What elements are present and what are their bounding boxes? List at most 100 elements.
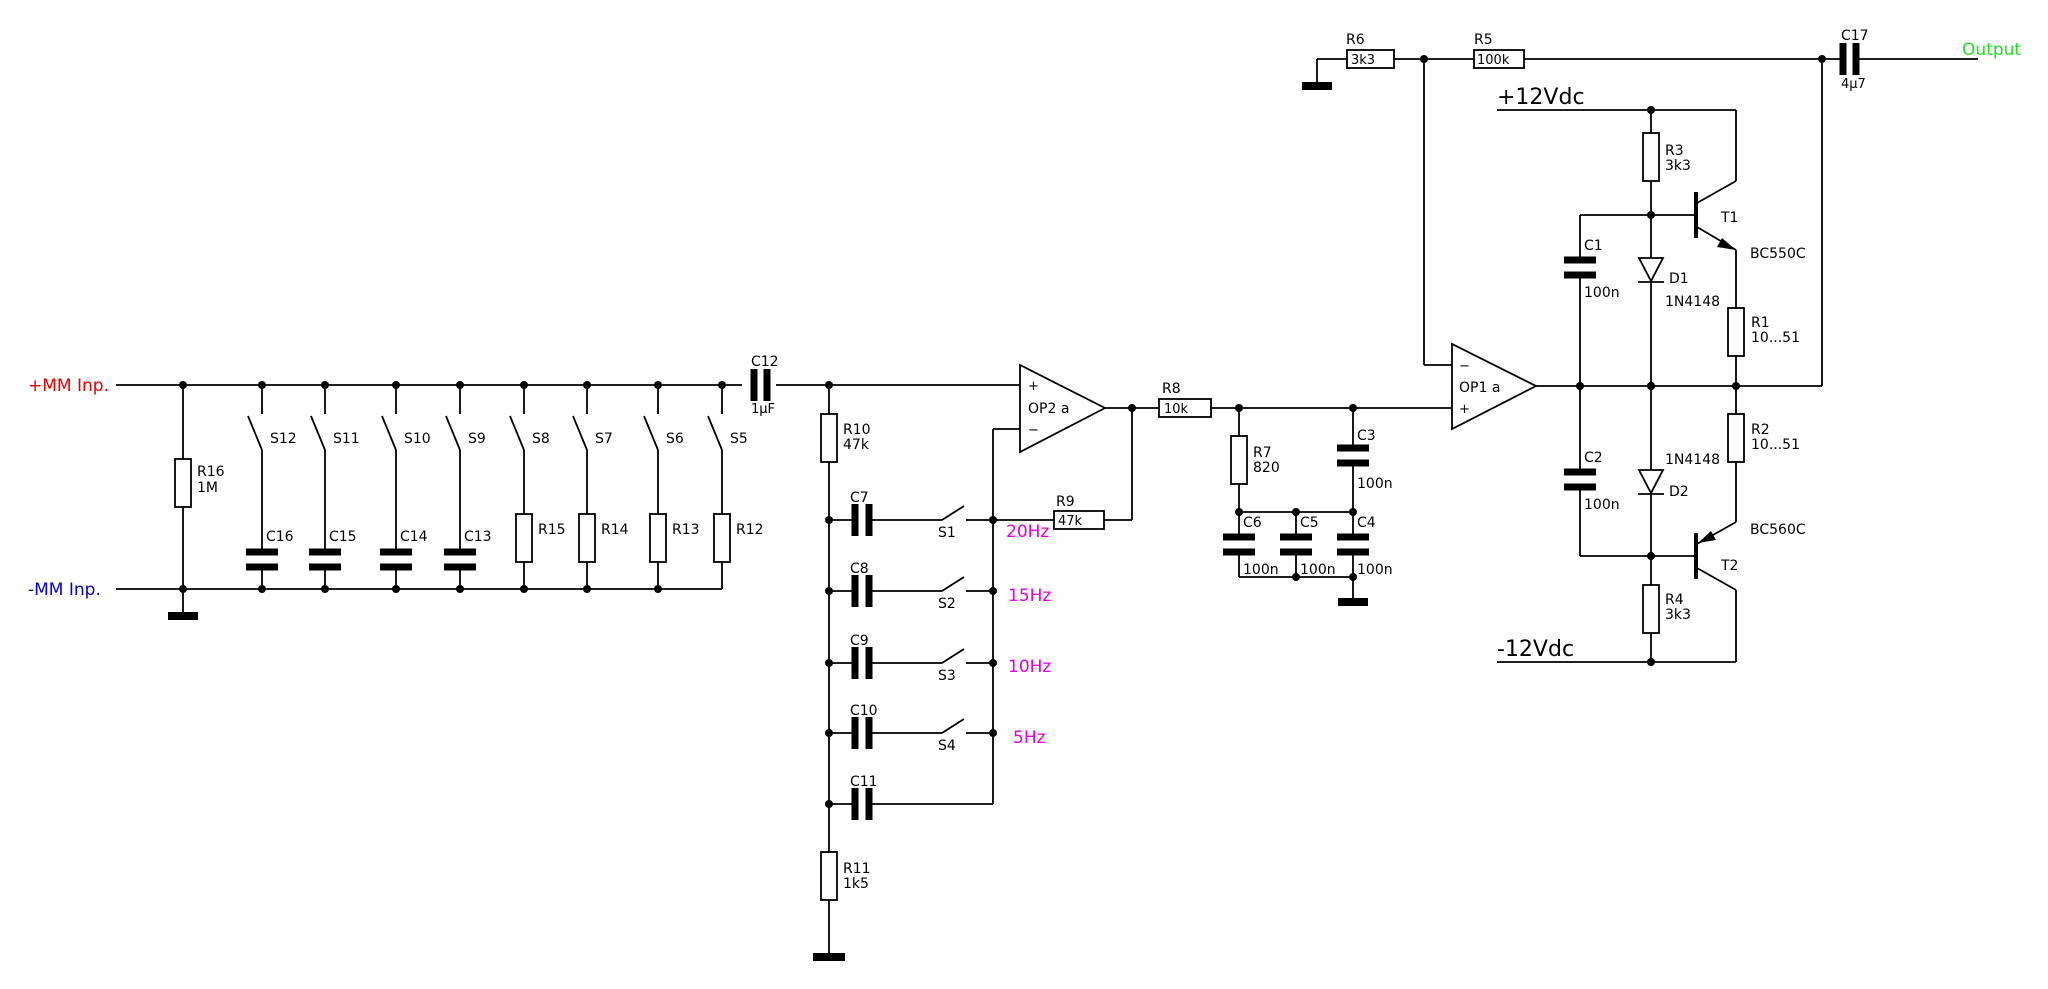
switch-s1 <box>941 505 965 521</box>
label-d1: D1 <box>1669 271 1689 287</box>
label-c14: C14 <box>400 529 428 545</box>
resistor-r1 <box>1727 307 1745 357</box>
svg-text:+: + <box>1028 379 1039 394</box>
filter-network <box>813 381 997 961</box>
label-c4: C4 <box>1357 515 1376 531</box>
label-c11: C11 <box>850 774 878 790</box>
value-c2: 100n <box>1584 497 1620 513</box>
freq-label-5hz: 5Hz <box>1013 728 1046 748</box>
label-c9: C9 <box>850 633 869 649</box>
value-c4: 100n <box>1357 562 1393 578</box>
label-t1: T1 <box>1720 210 1738 226</box>
type-t1: BC550C <box>1750 246 1806 262</box>
output-label: Output <box>1962 40 2021 60</box>
capacitor-c3 <box>1337 444 1369 467</box>
label-op1: OP1 a <box>1459 380 1500 396</box>
freq-label-20hz: 20Hz <box>1006 522 1049 542</box>
type-t2: BC560C <box>1750 522 1806 538</box>
resistor-r3 <box>1642 132 1660 182</box>
capacitor-c13 <box>444 548 476 589</box>
resistor-r7 <box>1230 435 1248 485</box>
value-r3: 3k3 <box>1665 158 1691 174</box>
diode-d2 <box>1637 469 1665 495</box>
label-c8: C8 <box>850 561 869 577</box>
switch-s12 <box>247 385 263 550</box>
capacitor-c15 <box>309 548 341 589</box>
label-s1: S1 <box>938 525 956 541</box>
switch-s4 <box>941 718 965 734</box>
value-c12: 1µF <box>751 402 775 417</box>
freq-label-10hz: 10Hz <box>1008 657 1051 677</box>
label-s3: S3 <box>938 668 956 684</box>
label-c15: C15 <box>329 529 357 545</box>
value-c3: 100n <box>1357 476 1393 492</box>
label-c17: C17 <box>1841 28 1869 44</box>
label-r8: R8 <box>1162 381 1181 397</box>
label-s5: S5 <box>730 431 748 447</box>
resistor-r12 <box>713 513 731 563</box>
label-r16: R16 <box>197 464 225 480</box>
input-minus-label: -MM Inp. <box>28 580 101 600</box>
type-d1: 1N4148 <box>1665 294 1720 310</box>
label-s12: S12 <box>270 431 297 447</box>
value-r4: 3k3 <box>1665 607 1691 623</box>
value-c6: 100n <box>1243 562 1279 578</box>
label-s9: S9 <box>468 431 486 447</box>
label-c7: C7 <box>850 490 869 506</box>
op1-stage: − + <box>1302 43 1978 431</box>
opamp-op1 <box>1451 342 1538 431</box>
label-c5: C5 <box>1300 515 1319 531</box>
input-section <box>116 369 1022 620</box>
label-r2: R2 <box>1751 422 1770 438</box>
resistor-r15 <box>515 513 533 563</box>
value-r5: 100k <box>1477 53 1510 68</box>
label-r11: R11 <box>843 861 871 877</box>
switch-s7 <box>572 385 588 514</box>
switch-s3 <box>941 648 965 664</box>
label-r10: R10 <box>843 422 871 438</box>
capacitor-c17 <box>1839 43 1860 75</box>
label-r3: R3 <box>1665 143 1684 159</box>
label-s11: S11 <box>333 431 360 447</box>
value-r8: 10k <box>1164 402 1189 417</box>
value-r2: 10...51 <box>1751 437 1800 453</box>
resistor-r10 <box>820 413 838 463</box>
svg-text:+: + <box>1459 402 1470 417</box>
capacitor-c11 <box>829 788 993 820</box>
rc-network <box>1223 408 1369 606</box>
rail-negative-label: -12Vdc <box>1497 637 1574 662</box>
label-r14: R14 <box>601 522 629 538</box>
resistor-r4 <box>1642 584 1660 634</box>
label-s8: S8 <box>532 431 550 447</box>
switch-s8 <box>509 385 525 514</box>
resistor-r13 <box>649 513 667 563</box>
switch-s2 <box>941 576 965 592</box>
value-r16: 1M <box>197 480 218 496</box>
label-s7: S7 <box>595 431 613 447</box>
label-c2: C2 <box>1584 450 1603 466</box>
label-r13: R13 <box>672 522 700 538</box>
switch-s11 <box>310 385 326 550</box>
freq-label-15hz: 15Hz <box>1008 586 1051 606</box>
label-c10: C10 <box>850 703 878 719</box>
value-c1: 100n <box>1584 285 1620 301</box>
capacitor-c7 <box>829 504 942 536</box>
svg-text:−: − <box>1028 423 1039 438</box>
label-c3: C3 <box>1357 428 1376 444</box>
label-c1: C1 <box>1584 238 1603 254</box>
switch-s6 <box>643 385 659 514</box>
label-s4: S4 <box>938 738 956 754</box>
capacitor-c12 <box>750 369 771 401</box>
switch-s10 <box>381 385 397 550</box>
capacitor-c9 <box>829 647 942 679</box>
capacitor-c2 <box>1564 468 1596 491</box>
transistor-t1 <box>1651 110 1737 251</box>
value-r11: 1k5 <box>843 876 869 892</box>
input-plus-label: +MM Inp. <box>28 376 109 396</box>
transistor-t2 <box>1651 521 1737 662</box>
diode-d1 <box>1637 257 1665 283</box>
label-r6: R6 <box>1346 32 1365 48</box>
capacitor-c16 <box>246 548 278 589</box>
value-c5: 100n <box>1300 562 1336 578</box>
